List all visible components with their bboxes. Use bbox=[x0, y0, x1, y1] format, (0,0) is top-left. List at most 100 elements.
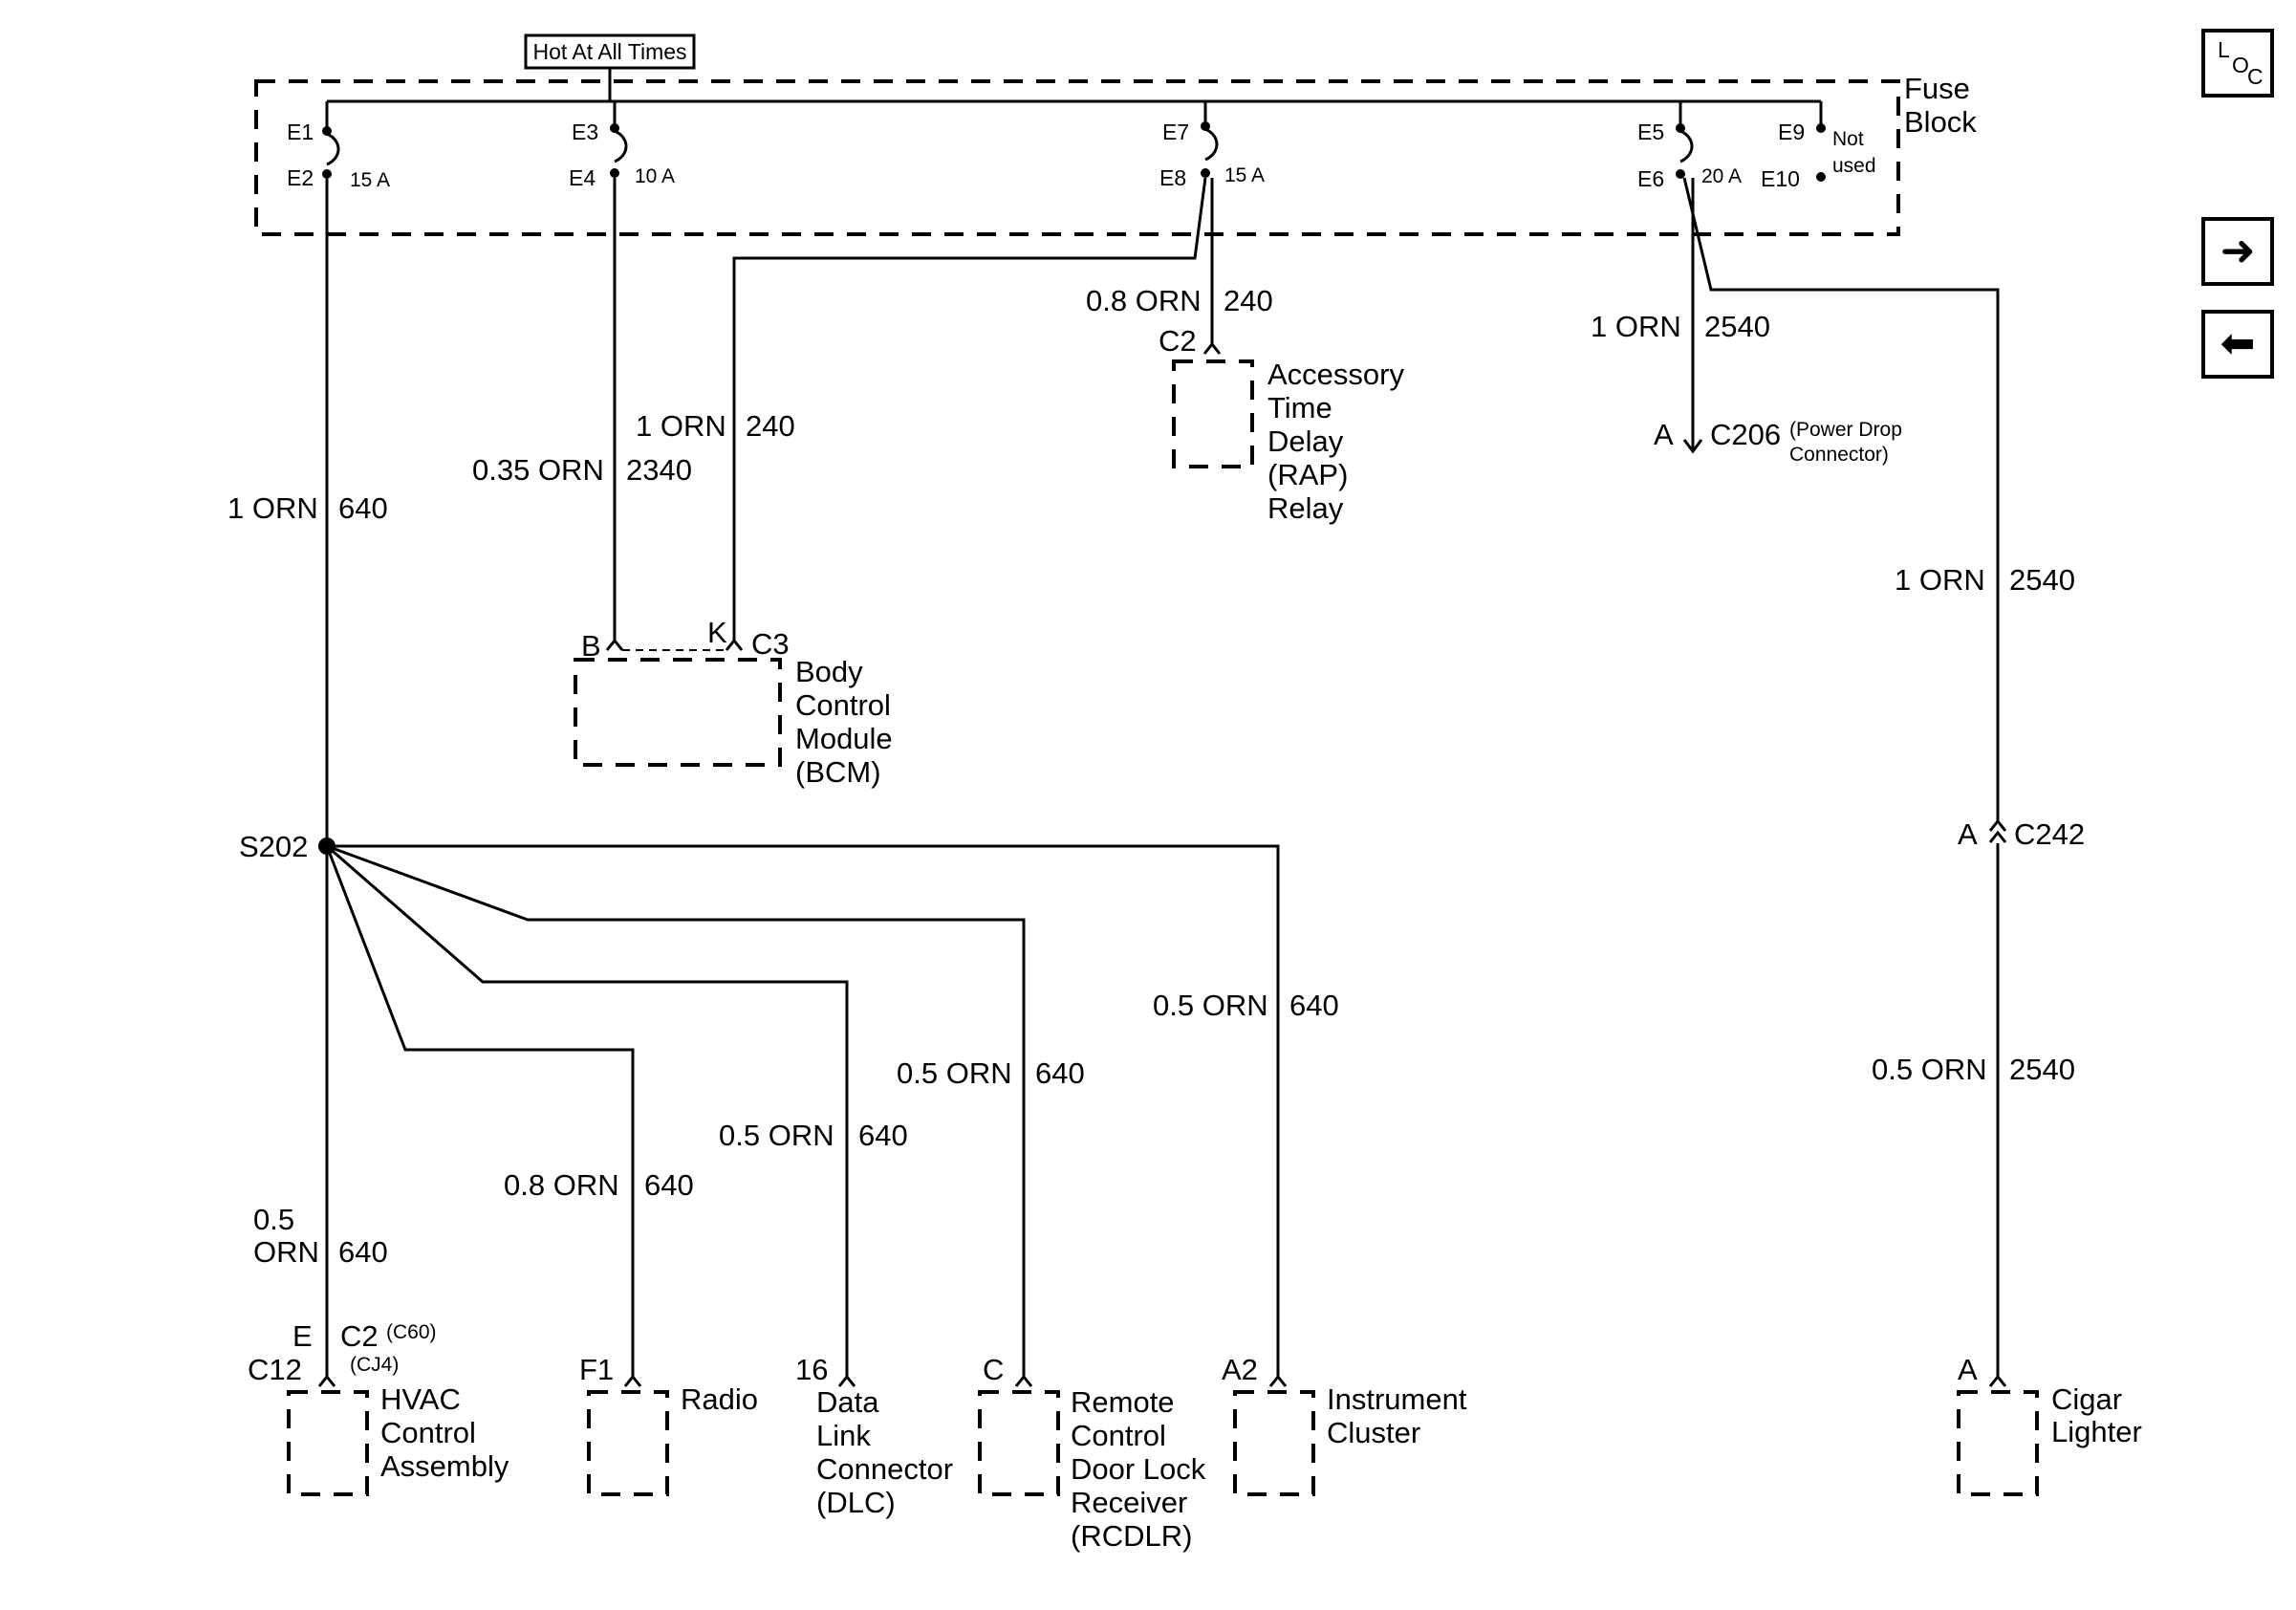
svg-text:Link: Link bbox=[816, 1419, 871, 1452]
fuse-e4-label: E4 bbox=[569, 165, 596, 190]
hot-at-all-times-label: Hot At All Times bbox=[524, 33, 696, 70]
wire-640-dlc-circuit: 640 bbox=[858, 1119, 908, 1152]
rcdlr-label: Remote Control Door Lock Receiver (RCDLR… bbox=[1071, 1385, 1206, 1553]
splice-s202-label: S202 bbox=[239, 830, 308, 863]
fuse-e4-rating: 10 A bbox=[635, 165, 675, 187]
rap-relay-label: Accessory Time Delay (RAP) Relay bbox=[1267, 358, 1404, 525]
hvac-label: HVAC Control Assembly bbox=[380, 1382, 509, 1483]
wire-240-bcm-gauge: 1 ORN bbox=[636, 409, 726, 443]
svg-text:L: L bbox=[2218, 37, 2230, 62]
fuse-e5-e6: E5 E6 20 A bbox=[1637, 101, 1742, 191]
fuse-e6-label: E6 bbox=[1637, 166, 1664, 191]
wire-2540-lower-gauge: 0.5 ORN bbox=[1872, 1053, 1987, 1086]
fuse-e9-label: E9 bbox=[1778, 120, 1805, 144]
fuse-e6-rating: 20 A bbox=[1701, 165, 1742, 187]
svg-text:Relay: Relay bbox=[1267, 491, 1344, 525]
svg-text:Accessory: Accessory bbox=[1267, 358, 1404, 391]
c242-name-label: C242 bbox=[2014, 817, 2085, 851]
svg-text:Door Lock: Door Lock bbox=[1071, 1452, 1206, 1486]
next-arrow-icon: ➜ bbox=[2220, 227, 2256, 275]
svg-text:Lighter: Lighter bbox=[2051, 1415, 2142, 1448]
c242-pin-label: A bbox=[1958, 817, 1978, 851]
svg-text:Time: Time bbox=[1267, 391, 1332, 424]
wire-240-rap-gauge: 0.8 ORN bbox=[1086, 284, 1202, 317]
bcm-label: Body Control Module (BCM) bbox=[795, 655, 893, 789]
hvac-cj4-label: (CJ4) bbox=[350, 1354, 399, 1376]
svg-text:Body: Body bbox=[795, 655, 863, 688]
ic-connector-pin bbox=[1268, 1374, 1288, 1387]
not-used-text-2: used bbox=[1832, 155, 1876, 177]
rcdlr-box bbox=[978, 1390, 1060, 1496]
fuse-block-outline bbox=[254, 79, 1900, 236]
c206-note-1: (Power Drop bbox=[1789, 419, 1902, 441]
wire-640-rcdlr bbox=[326, 844, 1026, 1377]
fuse-block-title-1: Fuse bbox=[1904, 72, 1970, 105]
svg-text:C: C bbox=[2247, 64, 2264, 89]
wire-640-radio bbox=[325, 845, 635, 1377]
dlc-pin-label: 16 bbox=[795, 1353, 828, 1386]
c206-note-2: Connector) bbox=[1789, 444, 1889, 466]
fuse-e5-label: E5 bbox=[1637, 120, 1664, 144]
svg-text:(RCDLR): (RCDLR) bbox=[1071, 1519, 1192, 1553]
svg-text:Cigar: Cigar bbox=[2051, 1382, 2122, 1416]
wire-2540-right bbox=[1682, 177, 2000, 822]
hvac-connector-pin bbox=[317, 1374, 336, 1387]
radio-pin-label: F1 bbox=[579, 1353, 614, 1386]
wire-640-hvac-circuit: 640 bbox=[338, 1235, 388, 1269]
location-button[interactable]: L O C bbox=[2201, 29, 2274, 98]
fuse-block-title-2: Block bbox=[1904, 105, 1977, 139]
wire-640-radio-gauge: 0.8 ORN bbox=[504, 1168, 619, 1202]
bcm-pin-b bbox=[605, 638, 624, 651]
svg-text:Delay: Delay bbox=[1267, 424, 1344, 458]
svg-text:Cluster: Cluster bbox=[1327, 1416, 1420, 1449]
bcm-box bbox=[574, 658, 782, 767]
rap-c2-label: C2 bbox=[1159, 324, 1197, 358]
wire-2340-gauge: 0.35 ORN bbox=[472, 453, 604, 487]
wire-2540-lower-circuit: 2540 bbox=[2009, 1053, 2075, 1086]
svg-text:Control: Control bbox=[380, 1416, 476, 1449]
svg-text:(DLC): (DLC) bbox=[816, 1486, 896, 1519]
svg-text:Module: Module bbox=[795, 722, 893, 755]
previous-arrow-icon: ⬅ bbox=[2220, 319, 2256, 368]
ic-pin-label: A2 bbox=[1222, 1353, 1258, 1386]
radio-label: Radio bbox=[681, 1382, 758, 1416]
next-page-button[interactable]: ➜ bbox=[2201, 217, 2274, 286]
fuse-e8-label: E8 bbox=[1159, 165, 1186, 190]
fuse-e3-label: E3 bbox=[572, 120, 598, 144]
bcm-c3-label: C3 bbox=[751, 627, 790, 661]
wire-640-radio-circuit: 640 bbox=[644, 1168, 694, 1202]
ic-box bbox=[1233, 1390, 1315, 1496]
svg-text:HVAC: HVAC bbox=[380, 1382, 461, 1416]
hvac-c12-label: C12 bbox=[248, 1353, 302, 1386]
bcm-pin-k bbox=[725, 638, 744, 651]
rap-relay-box bbox=[1172, 359, 1254, 468]
hot-at-all-times-text: Hot At All Times bbox=[532, 39, 686, 64]
cigar-pin-label: A bbox=[1958, 1353, 1978, 1386]
svg-text:Remote: Remote bbox=[1071, 1385, 1175, 1419]
c242-connector bbox=[1988, 818, 2007, 843]
rcdlr-connector-pin bbox=[1014, 1374, 1033, 1387]
wire-640-dlc-gauge: 0.5 ORN bbox=[719, 1119, 834, 1152]
wire-640-ic-gauge: 0.5 ORN bbox=[1153, 989, 1268, 1022]
hvac-c2-label: C2 bbox=[340, 1319, 379, 1353]
svg-text:(BCM): (BCM) bbox=[795, 755, 881, 789]
wire-240-bcm-circuit: 240 bbox=[746, 409, 795, 443]
previous-page-button[interactable]: ⬅ bbox=[2201, 310, 2274, 379]
cigar-connector-pin bbox=[1988, 1374, 2007, 1387]
hvac-pin-e: E bbox=[292, 1319, 313, 1353]
fuse-e8-rating: 15 A bbox=[1224, 164, 1265, 186]
hvac-c60-label: (C60) bbox=[386, 1321, 437, 1343]
wire-2540-right-circuit: 2540 bbox=[2009, 563, 2075, 597]
fuse-e1-label: E1 bbox=[287, 120, 314, 144]
cigar-lighter-label: Cigar Lighter bbox=[2051, 1382, 2142, 1448]
fuse-e3-e4: E3 E4 10 A bbox=[569, 101, 675, 190]
dlc-label: Data Link Connector (DLC) bbox=[816, 1385, 953, 1519]
wire-640-hvac-gauge-2: ORN bbox=[253, 1235, 319, 1269]
svg-text:Control: Control bbox=[1071, 1419, 1166, 1452]
ic-label: Instrument Cluster bbox=[1327, 1382, 1467, 1449]
svg-text:Data: Data bbox=[816, 1385, 879, 1419]
svg-text:Assembly: Assembly bbox=[380, 1449, 509, 1483]
svg-text:Control: Control bbox=[795, 688, 891, 722]
wire-640-main-circuit: 640 bbox=[338, 491, 388, 525]
wire-2540-c206-gauge: 1 ORN bbox=[1591, 310, 1681, 343]
